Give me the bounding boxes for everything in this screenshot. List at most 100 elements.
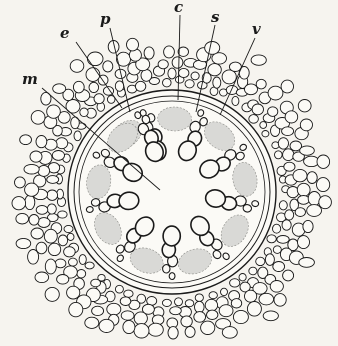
cortex-cell: [35, 272, 49, 283]
cortex-cell: [275, 151, 283, 159]
cortex-cell: [91, 279, 101, 287]
cortex-cell: [303, 220, 313, 232]
cortex-cell: [12, 197, 26, 210]
cortex-cell: [38, 165, 50, 176]
cortex-cell: [15, 177, 26, 188]
cortex-cell: [87, 52, 103, 66]
cortex-cell: [194, 312, 206, 323]
cortex-cell: [163, 79, 172, 87]
xylem-vessel: [169, 273, 175, 280]
cortex-cell: [262, 131, 269, 137]
cortex-cell: [285, 210, 294, 220]
cortex-cell: [205, 42, 220, 55]
cortex-cell: [233, 310, 248, 323]
cortex-cell: [267, 235, 276, 243]
cortex-cell: [185, 300, 194, 307]
cortex-cell: [281, 80, 293, 93]
cortex-cell: [219, 305, 233, 317]
cortex-cell: [29, 215, 39, 226]
cortex-cell: [239, 274, 246, 281]
cortex-cell: [47, 190, 58, 200]
cortex-cell: [251, 55, 266, 65]
cortex-cell: [249, 267, 257, 275]
cortex-cell: [121, 311, 134, 320]
cortex-cell: [300, 119, 312, 131]
cortex-cell: [300, 146, 315, 155]
cortex-cell: [69, 302, 83, 316]
cortex-cell: [265, 254, 274, 266]
cortex-cell: [168, 68, 176, 79]
cortex-cell: [195, 301, 205, 312]
cortex-cell: [181, 316, 192, 327]
cortex-cell: [282, 220, 291, 230]
cortex-cell: [247, 302, 261, 317]
cortex-cell: [231, 299, 241, 308]
cortex-cell: [268, 86, 283, 100]
cortex-cell: [172, 57, 183, 68]
cortex-cell: [52, 151, 64, 161]
cortex-cell: [299, 258, 315, 268]
cortex-cell: [162, 299, 171, 306]
cortex-cell: [283, 149, 294, 161]
cortex-cell: [69, 258, 78, 266]
cortex-cell: [283, 270, 294, 281]
cortex-cell: [164, 46, 175, 58]
cortex-cell: [168, 327, 178, 339]
cortex-cell: [92, 306, 104, 315]
cortex-cell: [115, 81, 123, 91]
cortex-cell: [30, 151, 42, 162]
cortex-cell: [245, 290, 257, 302]
cortex-cell: [222, 70, 236, 84]
cortex-cell: [58, 235, 67, 246]
cortex-cell: [307, 205, 322, 217]
cortex-cell: [134, 324, 149, 338]
cortex-cell: [287, 187, 299, 198]
cortex-cell: [135, 81, 145, 91]
cortex-cell: [45, 287, 59, 301]
cortex-cell: [24, 164, 39, 174]
cortex-cell: [73, 81, 84, 93]
cortex-cell: [259, 293, 274, 305]
cortex-cell: [85, 262, 94, 269]
cortex-cell: [263, 311, 278, 321]
xylem-vessel: [163, 226, 181, 246]
cortex-cell: [31, 228, 43, 239]
cortex-cell: [230, 279, 240, 287]
cortex-cell: [94, 94, 104, 104]
cortex-cell: [298, 100, 311, 112]
cortex-cell: [232, 96, 239, 105]
cortex-cell: [245, 84, 258, 95]
cortex-cell: [47, 105, 61, 118]
cortex-cell: [77, 270, 86, 278]
label-s: s: [211, 8, 220, 26]
cortex-cell: [205, 299, 217, 311]
cortex-cell: [31, 111, 45, 125]
cortex-cell: [277, 236, 289, 244]
cortex-cell: [298, 196, 310, 205]
cortex-cell: [293, 169, 307, 181]
cortex-cell: [144, 47, 154, 59]
cortex-cell: [274, 294, 286, 307]
cortex-cell: [260, 122, 267, 129]
cortex-cell: [284, 162, 295, 171]
cortex-cell: [209, 292, 217, 299]
cortex-cell: [252, 104, 263, 115]
cortex-cell: [67, 233, 74, 240]
cortex-cell: [208, 64, 221, 76]
cortex-cell: [127, 38, 139, 51]
cortex-cell: [70, 60, 84, 73]
cortex-cell: [38, 218, 50, 228]
cortex-cell: [53, 84, 66, 94]
cortex-cell: [141, 70, 152, 82]
stele: [68, 90, 276, 294]
cortex-cell: [221, 288, 228, 295]
cortex-cell: [120, 297, 131, 306]
cortex-cell: [273, 224, 281, 233]
cortex-cell: [67, 286, 80, 299]
cortex-cell: [317, 155, 330, 168]
cortex-cell: [282, 127, 294, 136]
xylem-vessel: [86, 206, 94, 213]
cortex-cell: [86, 68, 100, 82]
cortex-cell: [36, 136, 47, 148]
xylem-vessel: [251, 200, 259, 207]
